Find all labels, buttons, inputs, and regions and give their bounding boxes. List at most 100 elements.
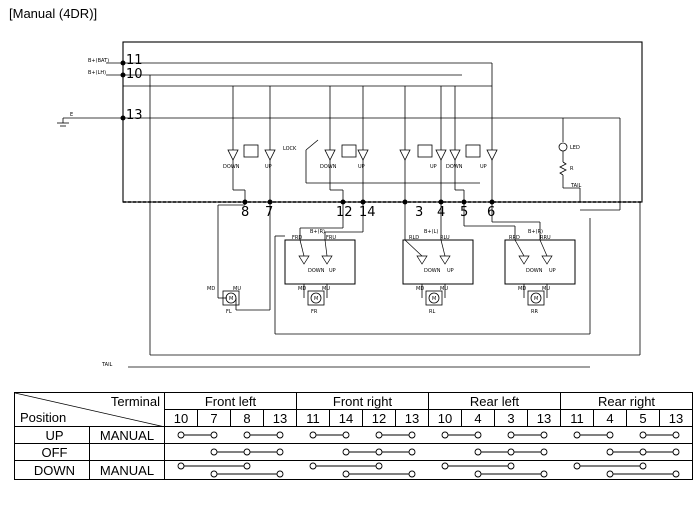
table-row-off: OFF	[14, 443, 693, 461]
label-fl-name: FL	[226, 309, 232, 315]
terminal-number: 13	[263, 409, 297, 427]
connection-cells-off	[164, 443, 693, 461]
group-header-rear-left: Rear left	[428, 392, 561, 410]
label-tail-right: TAIL	[570, 183, 582, 189]
mode-off	[89, 443, 165, 461]
connection-cells-down	[164, 460, 693, 480]
terminal-3: 3	[415, 205, 423, 220]
terminal-number: 14	[329, 409, 363, 427]
label-rr-up: UP	[549, 268, 556, 274]
label-fr-up-term: FRU	[326, 235, 336, 241]
page-title: [Manual (4DR)]	[9, 6, 98, 21]
label-rr-m: M	[534, 296, 538, 302]
label-lock: LOCK	[283, 146, 297, 152]
label-fr-down-term: FRD	[292, 235, 302, 241]
position-off: OFF	[14, 443, 90, 461]
label-rl-down-term: RLD	[409, 235, 419, 241]
sub-switch-fr	[284, 239, 356, 285]
label-rl-mu: MU	[440, 286, 448, 292]
terminal-number: 13	[659, 409, 693, 427]
terminal-10: 10	[126, 67, 143, 82]
label-batt: B+(BAT)	[88, 58, 109, 64]
label-up-rl: UP	[430, 164, 437, 170]
connection-lines-up	[177, 431, 680, 439]
terminal-number: 7	[197, 409, 231, 427]
terminal-13: 13	[126, 108, 143, 123]
connection-lines-down	[177, 462, 680, 478]
label-fl-mu: MU	[233, 286, 241, 292]
label-rr-up-term: RRU	[540, 235, 551, 241]
terminal-number: 13	[527, 409, 561, 427]
label-rl-m: M	[432, 296, 436, 302]
sub-switch-rl	[402, 239, 474, 285]
label-rr-name: RR	[531, 309, 538, 315]
switch-contacts	[227, 144, 498, 161]
motor-rr	[527, 290, 545, 306]
sub-switch-rr	[504, 239, 576, 285]
label-tail-bottom: TAIL	[101, 362, 113, 368]
label-rl-up-term: RLU	[440, 235, 450, 241]
motor-fl	[222, 290, 240, 306]
label-down-fl: DOWN	[223, 164, 240, 170]
label-rl-supply: B+(L)	[424, 229, 438, 235]
label-up-fl: UP	[265, 164, 272, 170]
terminal-number: 3	[494, 409, 528, 427]
label-fr-up: UP	[329, 268, 336, 274]
terminal-number: 11	[560, 409, 594, 427]
label-up-rr: UP	[480, 164, 487, 170]
label-resistor: R	[570, 166, 574, 172]
terminal-number: 5	[626, 409, 660, 427]
terminal-number: 4	[593, 409, 627, 427]
motor-fr	[307, 290, 325, 306]
main-switch-housing	[122, 41, 643, 203]
terminal-8: 8	[241, 205, 249, 220]
connection-lines-off	[210, 448, 680, 456]
mode-down: MANUAL	[89, 460, 165, 480]
terminal-14: 14	[359, 205, 376, 220]
group-header-front-right: Front right	[296, 392, 429, 410]
label-fl-m: M	[229, 296, 233, 302]
label-lh: B+(LH)	[88, 70, 106, 76]
terminal-11: 11	[126, 53, 143, 68]
terminal-number-row: 10 7 8 13 11 14 12 13 10 4 3 13 11 4 5 1…	[15, 409, 693, 427]
mode-up: MANUAL	[89, 426, 165, 444]
label-down-rr: DOWN	[446, 164, 463, 170]
corner-diagonal	[15, 393, 161, 426]
label-rr-supply: B+(R)	[528, 229, 543, 235]
label-fr-md: MD	[298, 286, 306, 292]
terminal-6: 6	[487, 205, 495, 220]
terminal-connection-table: Terminal Position Front left Front right…	[14, 392, 693, 480]
label-fl-md: MD	[207, 286, 215, 292]
label-rl-md: MD	[416, 286, 424, 292]
terminal-number: 8	[230, 409, 264, 427]
label-fr-name: FR	[311, 309, 318, 315]
label-fr-down: DOWN	[308, 268, 325, 274]
terminal-4: 4	[437, 205, 445, 220]
position-up: UP	[14, 426, 90, 444]
position-down: DOWN	[14, 460, 90, 480]
group-header-rear-right: Rear right	[560, 392, 693, 410]
table-row-down: DOWN MANUAL	[14, 460, 693, 480]
label-rr-mu: MU	[542, 286, 550, 292]
label-fr-m: M	[314, 296, 318, 302]
motor-rl	[425, 290, 443, 306]
table-corner: Terminal Position	[14, 392, 165, 427]
terminal-number: 10	[164, 409, 198, 427]
label-rr-down: DOWN	[526, 268, 543, 274]
terminal-number: 10	[428, 409, 462, 427]
label-rr-md: MD	[518, 286, 526, 292]
terminal-number: 4	[461, 409, 495, 427]
label-ground: E	[70, 112, 73, 118]
label-rl-name: RL	[429, 309, 435, 315]
label-fr-supply: B+(R)	[310, 229, 325, 235]
label-down-fr: DOWN	[320, 164, 337, 170]
label-fr-mu: MU	[322, 286, 330, 292]
label-rl-up: UP	[447, 268, 454, 274]
terminal-number: 13	[395, 409, 429, 427]
terminal-7: 7	[265, 205, 273, 220]
terminal-number: 12	[362, 409, 396, 427]
power-window-schematic: 11 10 13 8 7 12 14 3 4 5 6 B+(BAT) B+(LH…	[57, 41, 643, 368]
connection-cells-up	[164, 426, 693, 444]
terminal-12: 12	[336, 205, 353, 220]
label-rr-down-term: RRD	[509, 235, 520, 241]
